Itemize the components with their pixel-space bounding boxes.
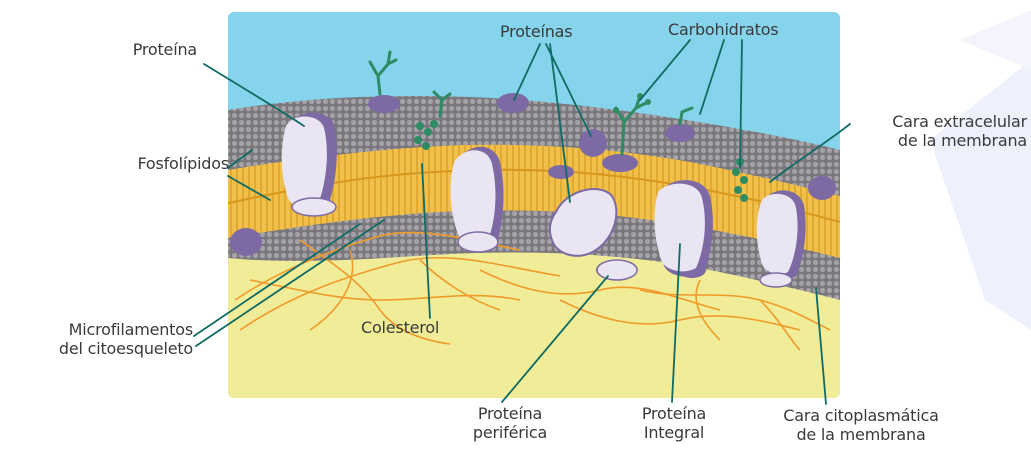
label-microfilamentos: Microfilamentos del citoesqueleto <box>59 320 193 358</box>
label-carbohidratos: Carbohidratos <box>668 20 778 39</box>
label-cara-citoplasmatica-line1: Cara citoplasmática <box>756 406 966 425</box>
peripheral-protein-bottom <box>597 260 637 280</box>
label-cara-citoplasmatica-line2: de la membrana <box>756 425 966 444</box>
label-proteina-integral-line2: Integral <box>624 423 724 442</box>
label-colesterol: Colesterol <box>361 318 439 337</box>
label-proteinas: Proteínas <box>500 22 572 41</box>
label-proteina: Proteína <box>133 40 197 59</box>
label-proteina-integral: Proteína Integral <box>624 404 724 442</box>
label-cara-extracelular-line1: Cara extracelular <box>892 112 1027 131</box>
label-proteina-periferica-line1: Proteína <box>460 404 560 423</box>
label-microfilamentos-line2: del citoesqueleto <box>59 339 193 358</box>
label-proteina-integral-line1: Proteína <box>624 404 724 423</box>
label-cara-citoplasmatica: Cara citoplasmática de la membrana <box>756 406 966 444</box>
label-fosfolipidos: Fosfolípidos <box>137 154 229 173</box>
label-microfilamentos-line1: Microfilamentos <box>59 320 193 339</box>
label-proteina-periferica-line2: periférica <box>460 423 560 442</box>
label-proteina-periferica: Proteína periférica <box>460 404 560 442</box>
label-cara-extracelular-line2: de la membrana <box>892 131 1027 150</box>
label-cara-extracelular: Cara extracelular de la membrana <box>892 112 1027 150</box>
membrane-illustration <box>228 12 840 398</box>
